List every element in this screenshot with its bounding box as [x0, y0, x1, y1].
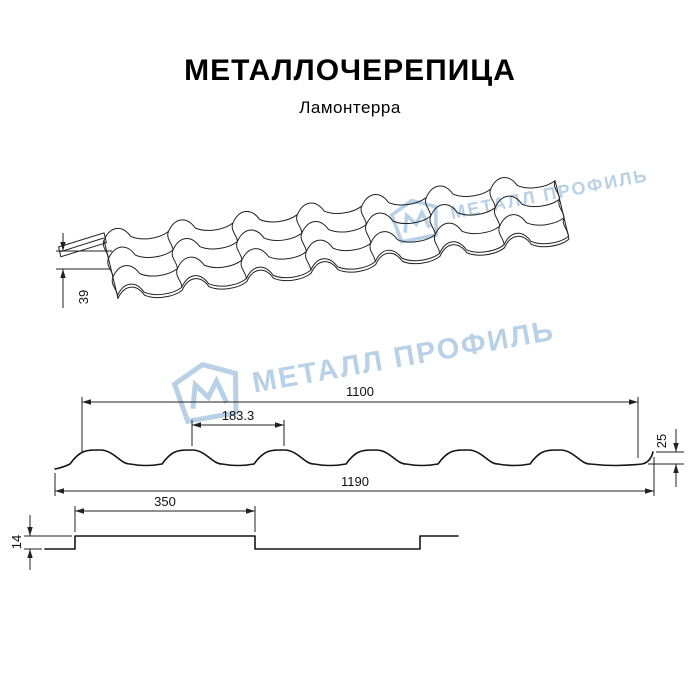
watermark-lower: МЕТАЛЛ ПРОФИЛЬ [166, 299, 560, 430]
roof-perspective-view [57, 177, 570, 299]
metall-profil-logo-icon [389, 198, 439, 244]
overlap-section-profile [44, 535, 459, 550]
dim-profile-height-label: 25 [654, 434, 669, 448]
tile-profile-curve [54, 449, 654, 470]
dim-tile-height-label: 39 [76, 290, 91, 304]
dimension-labels: 1100 183.3 1190 25 39 350 14 [9, 290, 669, 549]
header: МЕТАЛЛОЧЕРЕПИЦА Ламонтерра [0, 54, 700, 118]
metall-profil-logo-icon [171, 361, 239, 425]
drawing-geometry [24, 177, 684, 570]
dim-cover-width-label: 1100 [346, 384, 374, 399]
page-title: МЕТАЛЛОЧЕРЕПИЦА [184, 54, 516, 87]
dim-wave-step-label: 183.3 [222, 408, 255, 423]
watermark-upper: МЕТАЛЛ ПРОФИЛЬ [386, 152, 653, 248]
dim-step-width-label: 350 [154, 494, 176, 509]
dim-full-width-label: 1190 [341, 474, 369, 489]
dim-step-height-label: 14 [9, 535, 24, 549]
page-subtitle: Ламонтерра [299, 98, 401, 117]
